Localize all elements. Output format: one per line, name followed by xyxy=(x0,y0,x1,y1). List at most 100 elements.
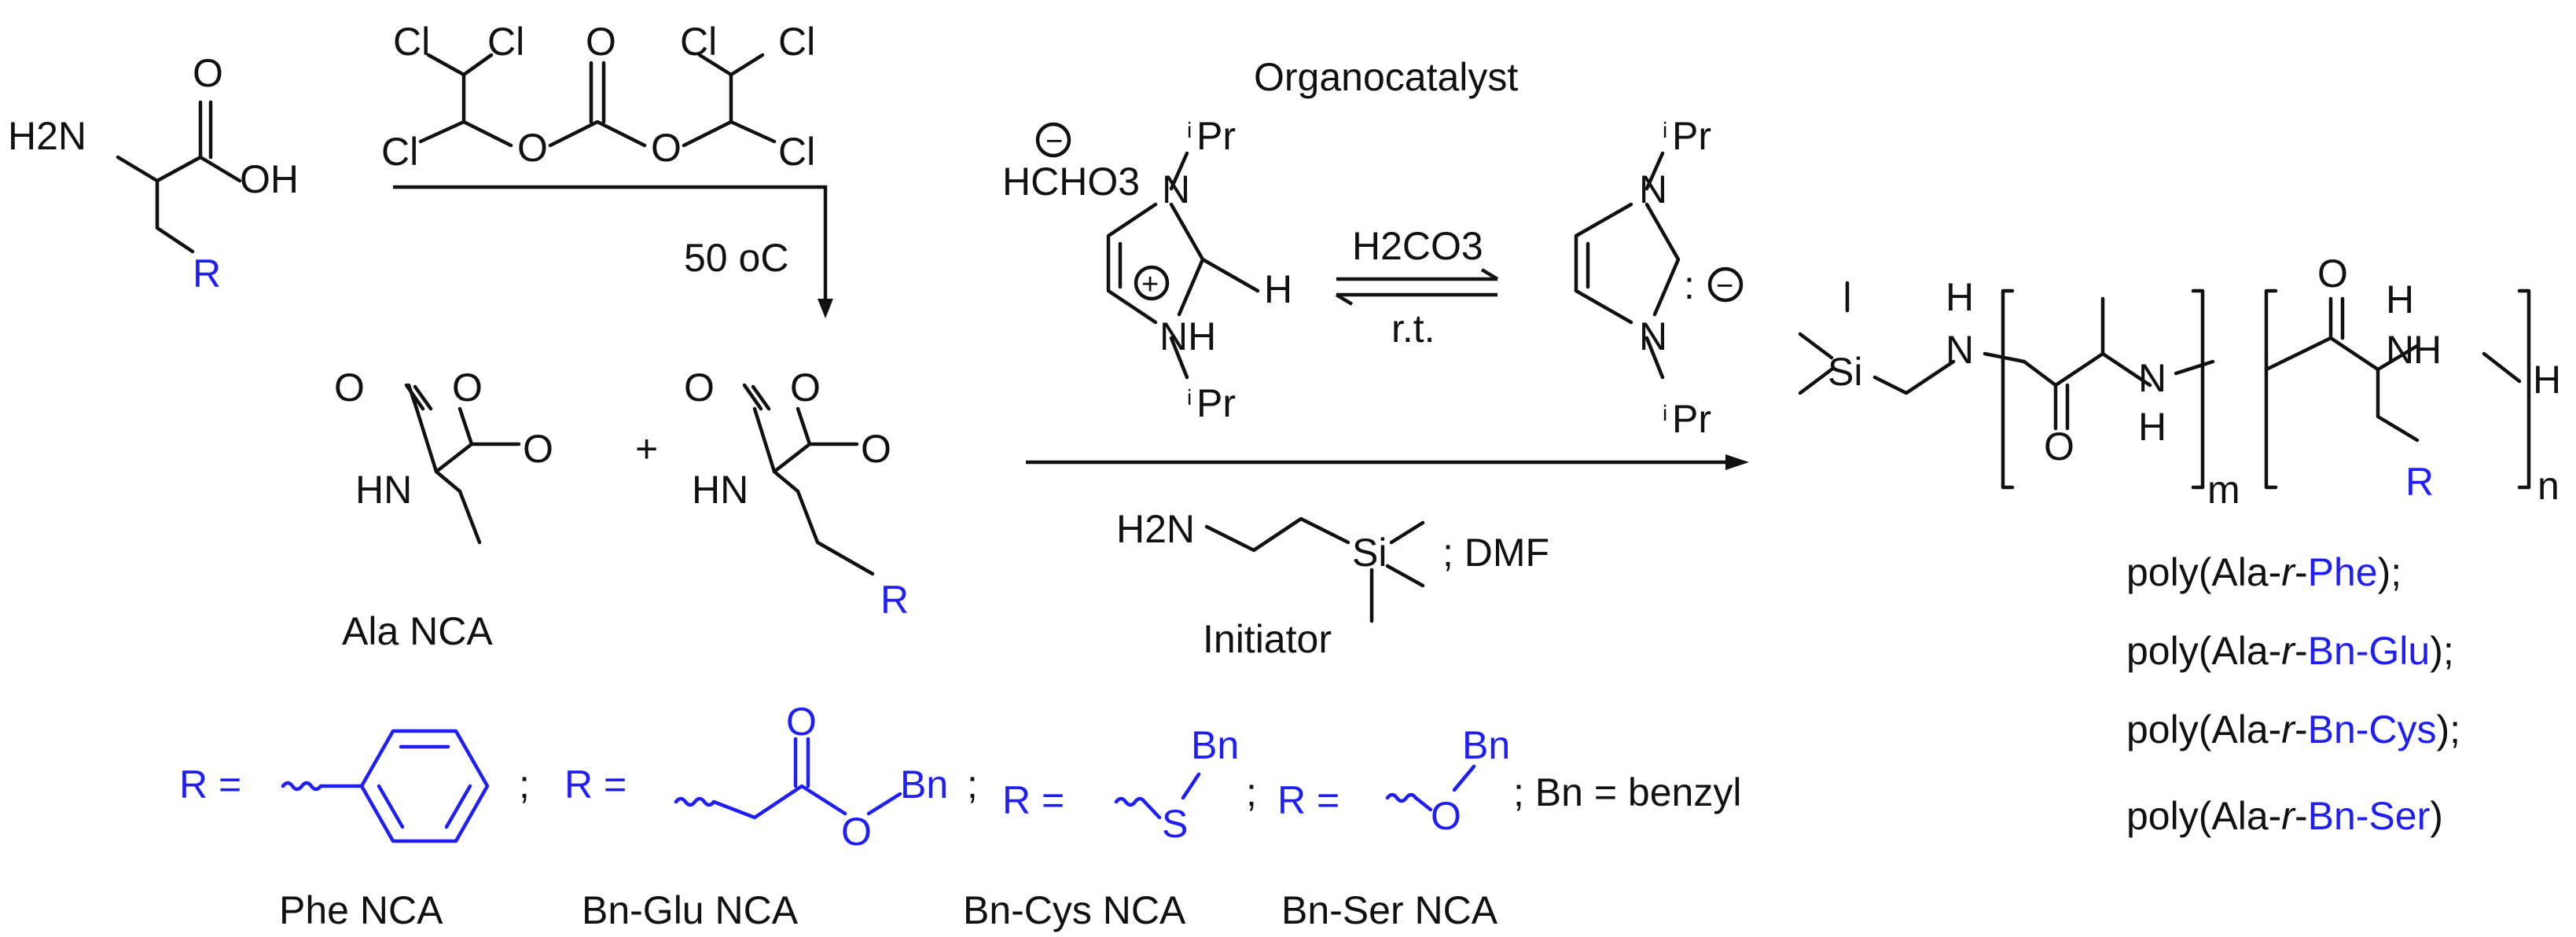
product-name-4: poly(Ala-r-Bn-Ser) xyxy=(2126,794,2443,838)
product-nh-h: H xyxy=(2413,328,2442,372)
product-name-3: poly(Ala-r-Bn-Cys); xyxy=(2126,707,2460,751)
r-group-bnglu: R = O O Bn ; Bn-Glu NCA xyxy=(564,700,978,932)
amino-atom-oh: OH xyxy=(240,157,299,201)
r-nca-r: R xyxy=(880,578,909,622)
organocatalyst-label: Organocatalyst xyxy=(1254,55,1518,99)
triphosgene-cl-6: Cl xyxy=(778,130,815,174)
imidazolium-nh: NH xyxy=(1159,314,1216,358)
r-nca-structure: O O O HN R xyxy=(684,366,909,622)
imidazolium-h: H xyxy=(1264,267,1292,311)
r-eq-bnglu: R = xyxy=(564,762,627,807)
amino-atom-r: R xyxy=(193,252,221,296)
triphosgene-o-2: O xyxy=(651,126,682,170)
product-h-2: H xyxy=(2138,405,2166,449)
imidazolium-ipr-1: Pr xyxy=(1196,114,1236,158)
carbene-ipr-i-1: i xyxy=(1663,118,1667,142)
solvent-label: ; DMF xyxy=(1442,531,1549,575)
bicarbonate-minus: − xyxy=(1045,125,1063,158)
acid-label: H2CO3 xyxy=(1352,224,1483,268)
product-n-1: N xyxy=(1946,328,1974,372)
initiator-structure: H2N Si ; DMF Initiator xyxy=(1116,507,1549,661)
triphosgene-cl-4: Cl xyxy=(680,20,717,64)
r-eq-bnser: R = xyxy=(1277,778,1339,822)
ala-nca-label: Ala NCA xyxy=(342,609,493,653)
sep-3: ; xyxy=(1246,770,1257,814)
bnser-o: O xyxy=(1431,794,1461,838)
subscript-m: m xyxy=(2207,468,2240,512)
r-group-phe: R = ; Phe NCA xyxy=(179,729,530,932)
product-o-2: O xyxy=(2317,252,2348,296)
r-group-bncys: R = S Bn ; Bn-Cys NCA xyxy=(963,723,1257,932)
ipr-i-2: i xyxy=(1187,385,1192,410)
product-r: R xyxy=(2405,460,2434,504)
nhc-carbene: N N : − i Pr i Pr xyxy=(1574,114,1744,441)
ala-nca-o-exo-2: O xyxy=(523,427,553,471)
r-nca-hn: HN xyxy=(692,468,748,512)
subscript-n: n xyxy=(2537,464,2559,508)
amino-atom-h2n: H2N xyxy=(8,114,86,158)
carbene-n-2: N xyxy=(1639,314,1667,358)
carbene-ipr-2: Pr xyxy=(1672,397,1711,441)
bnser-bn: Bn xyxy=(1462,723,1510,767)
triphosgene-cl-3: Cl xyxy=(381,130,418,174)
amino-acid-structure: H2N O OH R xyxy=(8,51,299,296)
main-reaction-arrow xyxy=(1026,454,1749,470)
sep-2: ; xyxy=(967,762,978,807)
r-eq-phe: R = xyxy=(179,762,241,807)
imidazolium-plus: + xyxy=(1141,268,1159,301)
sep-1: ; xyxy=(519,762,530,807)
product-h-1: H xyxy=(1946,275,1974,319)
triphosgene-o-carbonyl: O xyxy=(586,20,616,64)
amino-atom-o: O xyxy=(193,51,223,95)
equilibrium-arrows: H2CO3 r.t. xyxy=(1335,224,1499,351)
bicarbonate-anion: HCHO3 xyxy=(1002,160,1140,204)
product-names: poly(Ala-r-Phe); poly(Ala-r-Bn-Glu); pol… xyxy=(2126,550,2460,838)
r-nca-o-ring: O xyxy=(790,366,821,410)
plus-sign: + xyxy=(635,427,658,471)
bncys-s: S xyxy=(1162,802,1188,846)
carbene-ipr-i-2: i xyxy=(1663,401,1667,425)
ala-nca-structure: O O O HN Ala NCA xyxy=(334,366,553,653)
carbene-lone-pair: : xyxy=(1684,263,1695,307)
r-eq-bncys: R = xyxy=(1002,778,1064,822)
imidazolium-n-1: N xyxy=(1162,167,1190,211)
product-nh: N xyxy=(2386,328,2414,372)
initiator-label: Initiator xyxy=(1203,617,1332,661)
product-si: Si xyxy=(1828,350,1862,394)
carbene-minus: − xyxy=(1716,270,1733,303)
ala-nca-o-ring: O xyxy=(452,366,483,410)
r-nca-o-exo-2: O xyxy=(861,427,891,471)
triphosgene-cl-2: Cl xyxy=(487,20,524,64)
ala-nca-hn: HN xyxy=(355,468,412,512)
bncys-bn: Bn xyxy=(1191,723,1239,767)
r-group-bnser: R = O Bn ; Bn = benzyl Bn-Ser NCA xyxy=(1277,723,1741,932)
triphosgene-structure: Cl Cl Cl O O O Cl Cl Cl xyxy=(381,20,815,174)
bnglu-o-ester: O xyxy=(841,810,872,854)
product-name-1: poly(Ala-r-Phe); xyxy=(2126,550,2401,594)
initiator-si: Si xyxy=(1352,531,1387,575)
rt-label: r.t. xyxy=(1391,307,1435,351)
imidazolium-bicarbonate: HCHO3 − + N NH H i Pr i Pr xyxy=(1002,114,1292,425)
carbene-ipr-1: Pr xyxy=(1672,114,1711,158)
temperature-label: 50 oC xyxy=(684,236,788,280)
triphosgene-cl-1: Cl xyxy=(393,20,430,64)
phe-nca-label: Phe NCA xyxy=(279,888,443,932)
triphosgene-cl-5: Cl xyxy=(778,20,815,64)
triphosgene-o-1: O xyxy=(517,126,548,170)
ala-nca-o-exo-1: O xyxy=(334,366,365,410)
bnser-nca-label: Bn-Ser NCA xyxy=(1281,888,1498,932)
bnglu-o-carbonyl: O xyxy=(786,700,817,744)
ipr-i-1: i xyxy=(1187,118,1192,142)
r-nca-o-exo-1: O xyxy=(684,366,715,410)
bnglu-bn: Bn xyxy=(900,762,948,807)
imidazolium-ipr-2: Pr xyxy=(1196,381,1236,425)
bn-definition: ; Bn = benzyl xyxy=(1513,770,1741,814)
product-polymer: Si H N O N H m O H N H H n R xyxy=(1798,252,2561,512)
bncys-nca-label: Bn-Cys NCA xyxy=(963,888,1186,932)
product-n-2: N xyxy=(2138,356,2166,400)
product-name-2: poly(Ala-r-Bn-Glu); xyxy=(2126,629,2454,673)
nca-formation-arrow: 50 oC xyxy=(393,185,833,318)
carbene-n-1: N xyxy=(1639,167,1667,211)
bnglu-nca-label: Bn-Glu NCA xyxy=(582,888,799,932)
